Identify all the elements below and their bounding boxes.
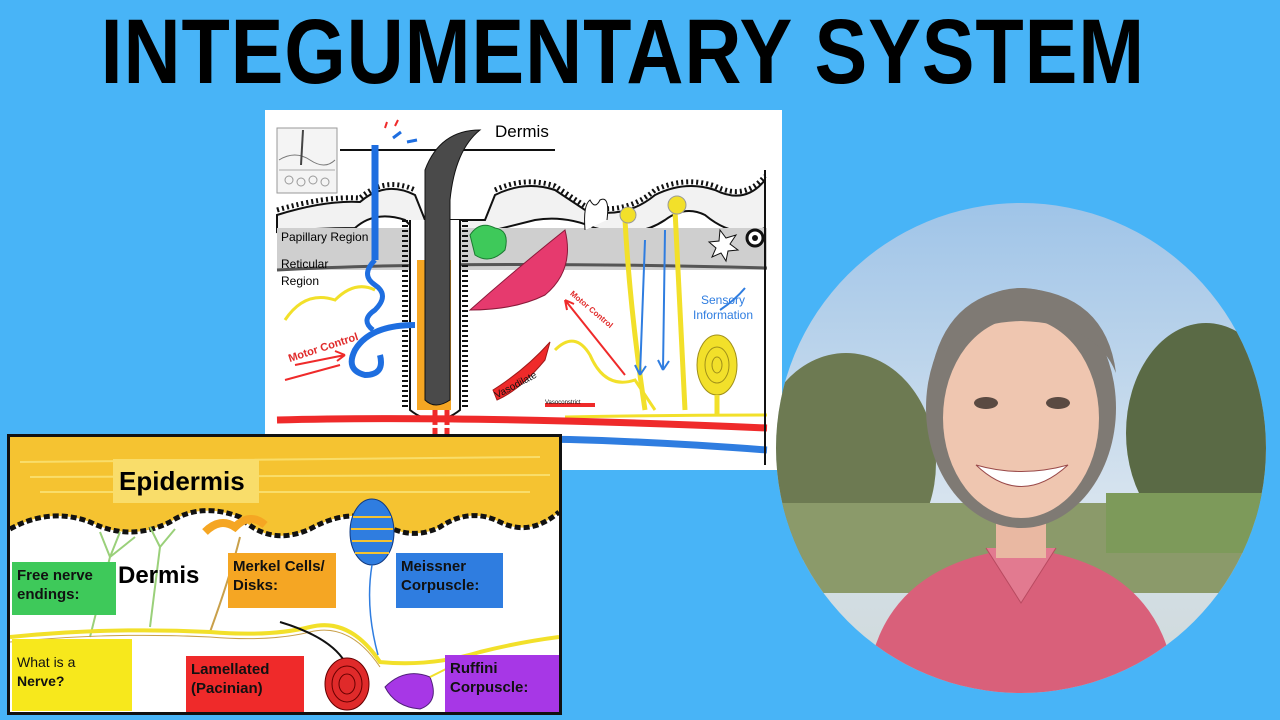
presenter-avatar <box>776 203 1266 693</box>
merkel-cells-box: Merkel Cells/ Disks: <box>228 553 336 608</box>
dermis-diagram: Dermis Papillary Region Reticular Region… <box>265 110 782 470</box>
ruffini-corpuscle-box: Ruffini Corpuscle: <box>445 655 559 712</box>
meissner-corpuscle-line1: Meissner <box>401 558 467 575</box>
what-is-a-nerve-line2: Nerve? <box>17 673 65 689</box>
merkel-cells-line2: Disks: <box>233 577 279 594</box>
free-nerve-endings-line1: Free nerve <box>17 567 93 584</box>
reticular-region-label: Reticular <box>281 257 329 271</box>
lamellated-line1: Lamellated <box>191 661 270 678</box>
sensory-receptor-diagram: Epidermis Dermis Free nerve endings: Mer… <box>7 434 562 715</box>
epidermis-label: Epidermis <box>113 459 259 503</box>
dermis-diagram-drawing <box>276 119 768 465</box>
presenter-photo <box>776 203 1266 693</box>
meissner-corpuscle-box: Meissner Corpuscle: <box>396 553 503 608</box>
ruffini-line2: Corpuscle: <box>450 679 529 696</box>
free-nerve-endings-box: Free nerve endings: <box>12 562 116 615</box>
skin-thumbnail <box>276 127 338 194</box>
hair-follicle <box>402 129 482 435</box>
what-is-a-nerve-box: What is a Nerve? <box>12 639 132 711</box>
dermis-label: Dermis <box>118 562 200 589</box>
sensory-information-label-2: Information <box>693 308 754 322</box>
papillary-region-label: Papillary Region <box>281 230 369 244</box>
meissner-corpuscle-line2: Corpuscle: <box>401 577 480 594</box>
what-is-a-nerve-line1: What is a <box>17 654 76 670</box>
lamellated-line2: (Pacinian) <box>191 680 263 697</box>
dermis-heading: Dermis <box>495 122 549 141</box>
lamellated-pacinian-box: Lamellated (Pacinian) <box>186 656 304 712</box>
sweat-gland <box>348 119 418 379</box>
merkel-cells-line1: Merkel Cells/ <box>233 558 325 575</box>
reticular-region-label-2: Region <box>281 274 320 288</box>
sensory-information-label: Sensory <box>701 293 746 307</box>
free-nerve-endings-line2: endings: <box>17 586 80 603</box>
page-title: INTEGUMENTARY SYSTEM <box>100 1 1145 103</box>
vasoconstrict-label: Vasoconstrict <box>545 400 581 406</box>
ruffini-line1: Ruffini <box>450 660 498 677</box>
